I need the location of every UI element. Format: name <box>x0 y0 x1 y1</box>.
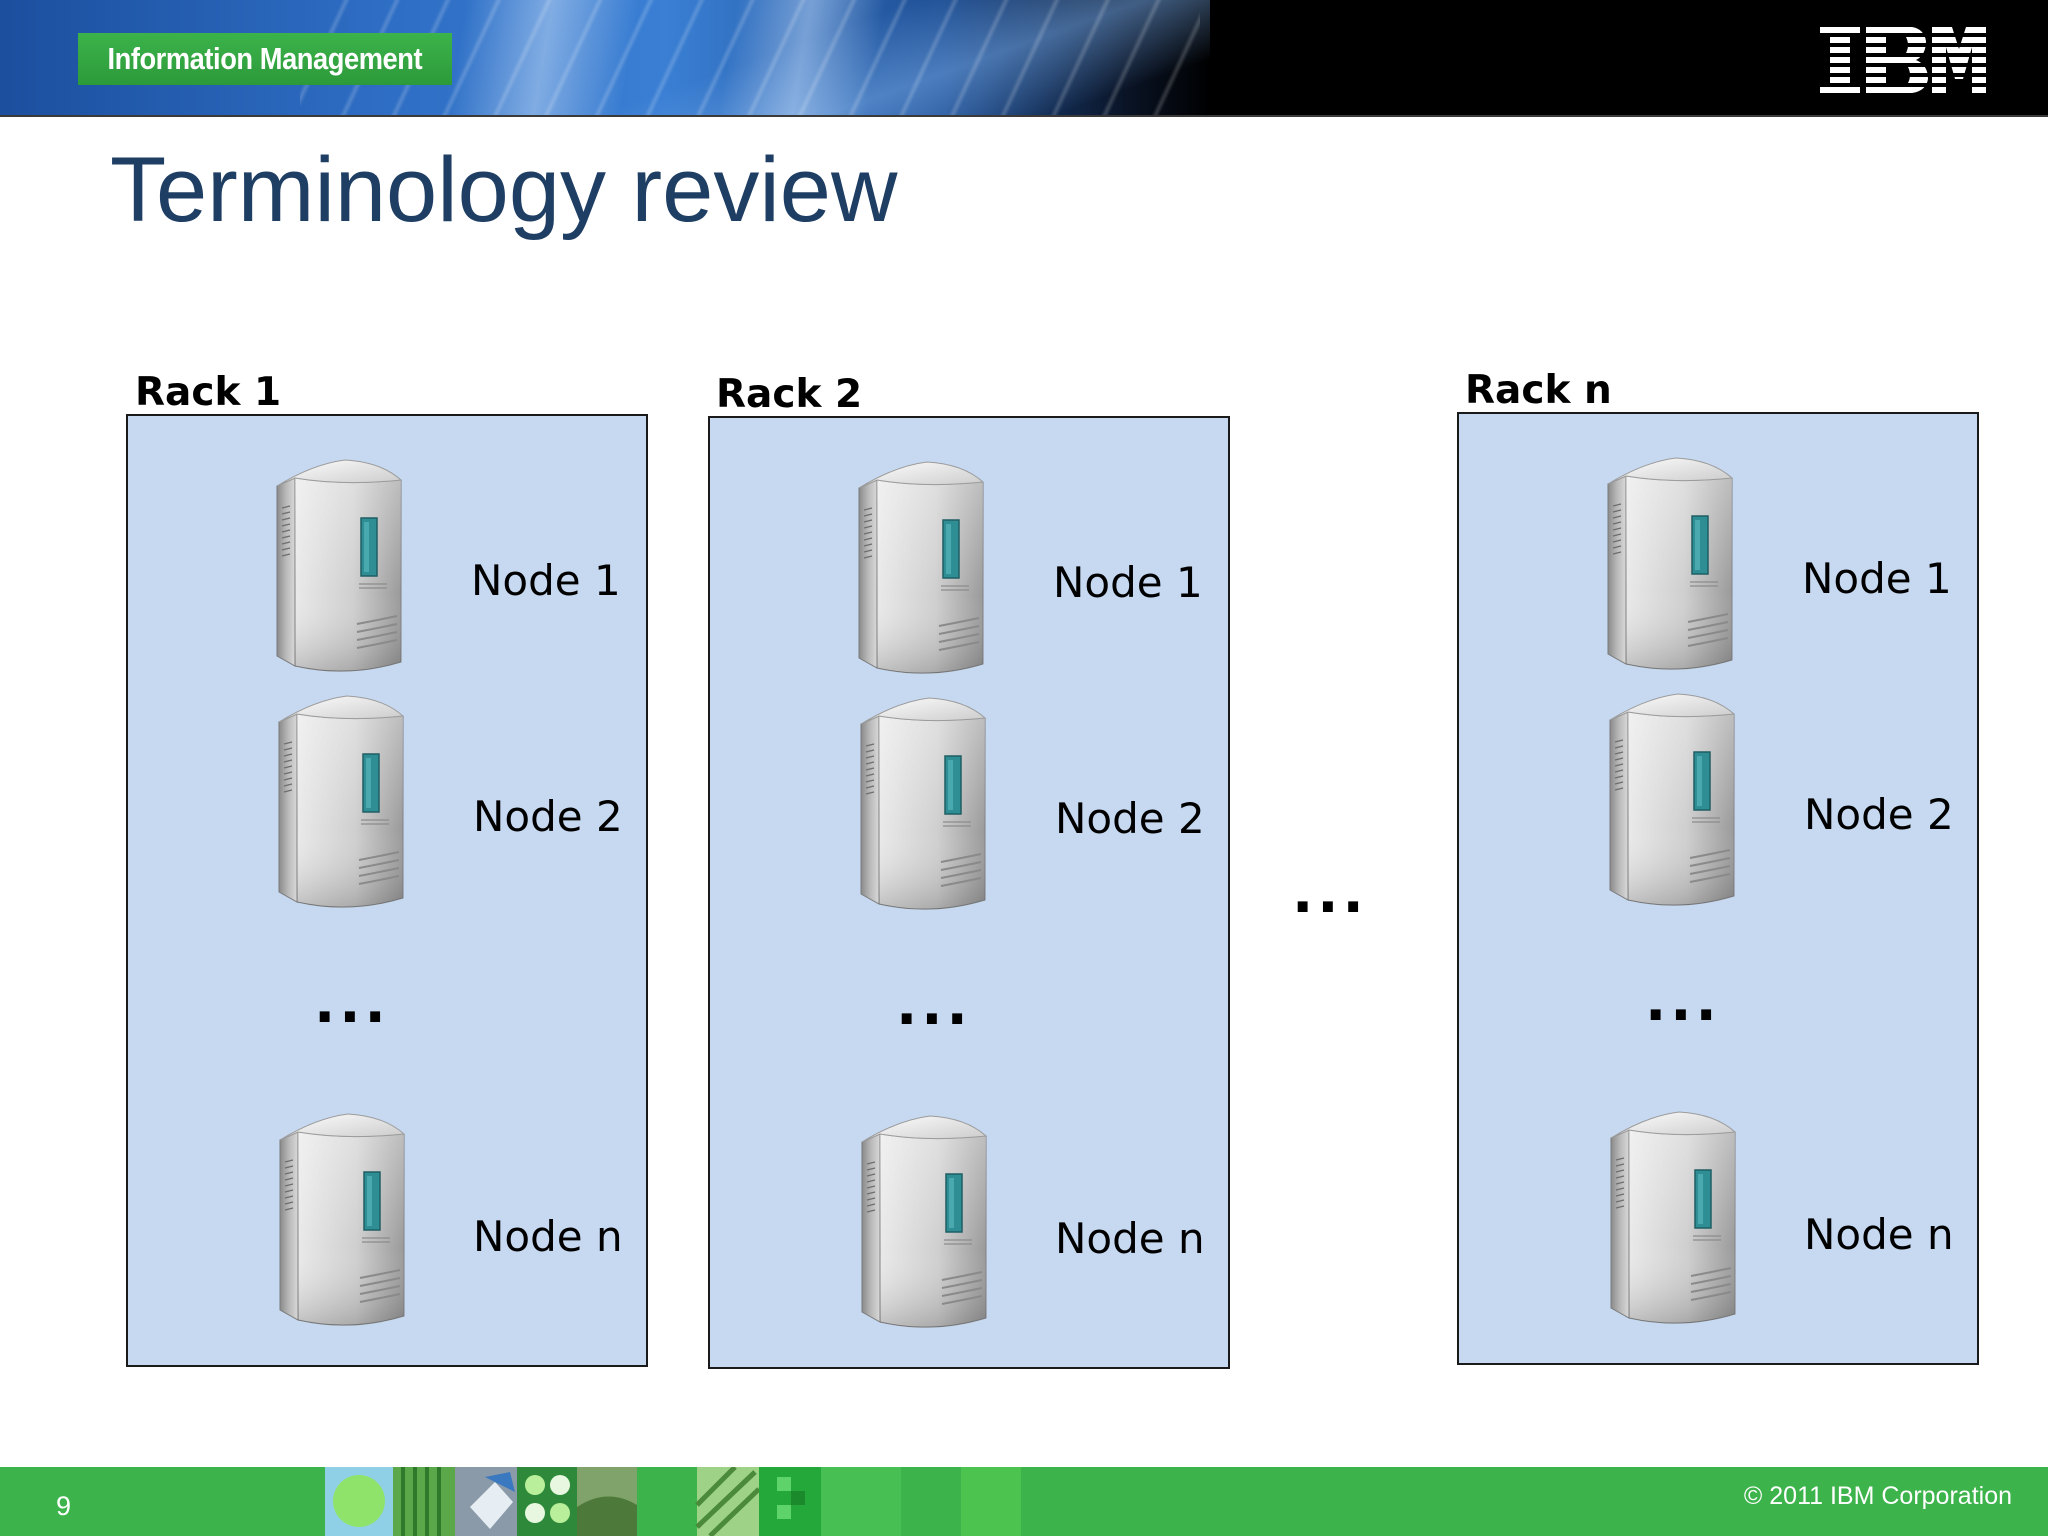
rack-2: Node 1 Node 2 ... Node n <box>708 416 1230 1369</box>
server-tower-icon <box>855 458 995 684</box>
rack-label: Rack 1 <box>135 370 282 415</box>
node-ellipsis: ... <box>896 973 972 1038</box>
server-tower-icon <box>1604 454 1744 680</box>
node-label: Node 1 <box>471 556 621 605</box>
header-banner: Information Management <box>0 0 2048 117</box>
slide-title: Terminology review <box>110 139 898 241</box>
server-tower-icon <box>1606 690 1746 916</box>
rack-label: Rack 2 <box>716 372 863 417</box>
node-label: Node 2 <box>1055 794 1205 843</box>
server-tower-icon <box>273 456 413 682</box>
node-label: Node 1 <box>1802 554 1952 603</box>
node-label: Node 2 <box>1804 790 1954 839</box>
server-tower-icon <box>857 694 997 920</box>
server-tower-icon <box>276 1110 416 1336</box>
footer-bar <box>0 1467 2048 1536</box>
product-name: Information Management <box>107 41 423 76</box>
node-label: Node n <box>473 1212 623 1261</box>
footer-image-mosaic <box>325 1467 1021 1536</box>
node-label: Node n <box>1055 1214 1205 1263</box>
node-ellipsis: ... <box>314 971 390 1036</box>
rack-ellipsis: ... <box>1292 861 1368 926</box>
node-label: Node 2 <box>473 792 623 841</box>
copyright-notice: © 2011 IBM Corporation <box>1743 1482 2012 1510</box>
server-tower-icon <box>1607 1108 1747 1334</box>
node-ellipsis: ... <box>1645 969 1721 1034</box>
rack-label: Rack n <box>1465 368 1612 413</box>
node-label: Node n <box>1804 1210 1954 1259</box>
server-tower-icon <box>858 1112 998 1338</box>
page-number: 9 <box>56 1491 72 1521</box>
server-tower-icon <box>275 692 415 918</box>
product-badge: Information Management <box>78 33 452 85</box>
ibm-logo <box>1820 27 1986 93</box>
rack-n: Node 1 Node 2 ... Node n <box>1457 412 1979 1365</box>
node-label: Node 1 <box>1053 558 1203 607</box>
rack-1: Node 1 Node 2 ... Node n <box>126 414 648 1367</box>
